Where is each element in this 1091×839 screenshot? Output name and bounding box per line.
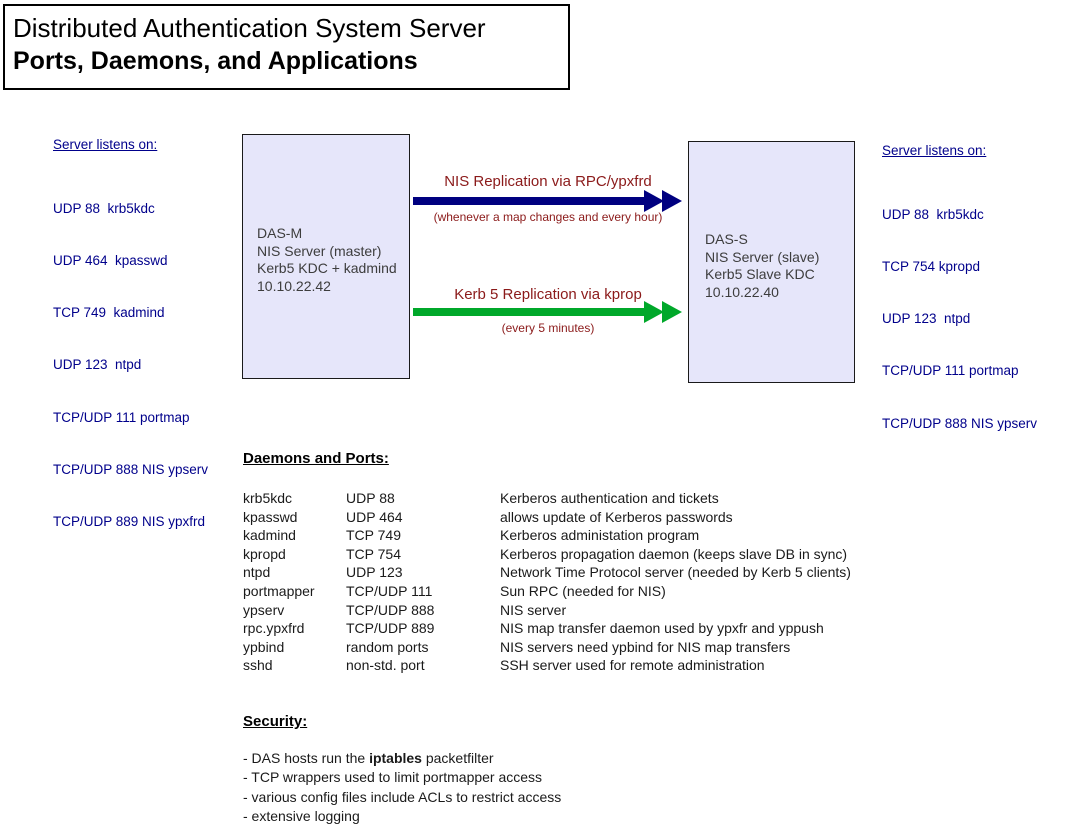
- title-box: Distributed Authentication System Server…: [3, 4, 570, 90]
- daemon-port: UDP 464: [346, 508, 403, 525]
- table-row: sshd non-std. port SSH server used for r…: [243, 656, 863, 675]
- security-item-bold: iptables: [369, 750, 422, 766]
- daemon-name: sshd: [243, 657, 273, 674]
- kerb-replication-note: (every 5 minutes): [501, 321, 595, 335]
- daemon-description: NIS servers need ypbind for NIS map tran…: [500, 638, 791, 655]
- server-services: Kerb5 KDC + kadmind: [257, 260, 397, 276]
- page-title: Distributed Authentication System Server: [13, 13, 486, 43]
- listens-item: UDP 123 ntpd: [882, 311, 971, 327]
- table-row: ntpd UDP 123 Network Time Protocol serve…: [243, 563, 863, 582]
- daemon-description: Network Time Protocol server (needed by …: [500, 564, 851, 581]
- daemon-name: portmapper: [243, 582, 315, 599]
- security-item: - various config files include ACLs to r…: [243, 788, 562, 805]
- daemon-name: rpc.ypxfrd: [243, 620, 305, 637]
- daemon-description: NIS server: [500, 601, 567, 618]
- daemon-description: Sun RPC (needed for NIS): [500, 582, 666, 599]
- server-name: DAS-S: [705, 231, 748, 247]
- server-role: NIS Server (master): [257, 242, 382, 259]
- listens-item: TCP/UDP 888 NIS ypserv: [53, 461, 209, 477]
- listens-heading: Server listens on:: [53, 137, 158, 152]
- page-subtitle: Ports, Daemons, and Applications: [13, 47, 418, 75]
- listens-item: TCP 754 kpropd: [882, 259, 981, 275]
- daemon-description: NIS map transfer daemon used by ypxfr an…: [500, 620, 824, 637]
- daemon-name: ypserv: [243, 601, 285, 618]
- slave-listens-panel: Server listens on: UDP 88 krb5kdc TCP 75…: [882, 143, 1037, 467]
- listens-item: TCP/UDP 111 portmap: [882, 363, 1019, 379]
- daemon-port: TCP/UDP 889: [346, 620, 435, 637]
- daemon-name: ntpd: [243, 564, 271, 581]
- daemon-port: TCP 754: [346, 545, 401, 562]
- table-row: kpasswd UDP 464 allows update of Kerbero…: [243, 508, 863, 527]
- security-item: - TCP wrappers used to limit portmapper …: [243, 769, 543, 786]
- table-row: kpropd TCP 754 Kerberos propagation daem…: [243, 545, 863, 564]
- daemon-port: TCP/UDP 111: [346, 582, 433, 599]
- table-row: kadmind TCP 749 Kerberos administation p…: [243, 526, 863, 545]
- nis-replication-label: NIS Replication via RPC/ypxfrd: [444, 173, 652, 190]
- das-m-server-text: DAS-M NIS Server (master) Kerb5 KDC + ka…: [257, 225, 397, 295]
- table-row: rpc.ypxfrd TCP/UDP 889 NIS map transfer …: [243, 619, 863, 638]
- security-item: - extensive logging: [243, 807, 360, 824]
- daemons-ports-table: krb5kdc UDP 88 Kerberos authentication a…: [243, 489, 863, 675]
- nis-arrow-head-icon: [662, 190, 682, 212]
- kerb-arrow-head-icon: [644, 301, 664, 323]
- daemon-description: SSH server used for remote administratio…: [500, 657, 765, 674]
- listens-item: UDP 123 ntpd: [53, 357, 142, 373]
- security-item-text: - DAS hosts run the: [243, 750, 370, 766]
- table-row: ypbind random ports NIS servers need ypb…: [243, 638, 863, 657]
- listens-item: TCP/UDP 111 portmap: [53, 409, 190, 425]
- daemons-ports-heading: Daemons and Ports:: [243, 450, 389, 467]
- daemon-port: non-std. port: [346, 657, 425, 674]
- daemon-port: TCP 749: [346, 527, 401, 544]
- kerb-replication-arrow: [413, 308, 650, 316]
- table-row: ypserv TCP/UDP 888 NIS server: [243, 601, 863, 620]
- security-item: - DAS hosts run the iptables packetfilte…: [243, 749, 561, 768]
- das-s-server-box: DAS-S NIS Server (slave) Kerb5 Slave KDC…: [688, 141, 855, 383]
- server-ip: 10.10.22.42: [257, 277, 331, 294]
- daemon-name: kpropd: [243, 545, 286, 562]
- daemon-description: Kerberos propagation daemon (keeps slave…: [500, 545, 848, 562]
- daemon-description: allows update of Kerberos passwords: [500, 508, 733, 525]
- server-services: Kerb5 Slave KDC: [705, 266, 815, 282]
- listens-list: UDP 88 krb5kdc TCP 754 kpropd UDP 123 nt…: [882, 171, 1037, 467]
- nis-replication-arrow: [413, 197, 650, 205]
- daemon-name: kadmind: [243, 527, 296, 544]
- security-list: - DAS hosts run the iptables packetfilte…: [243, 749, 561, 826]
- listens-list: UDP 88 krb5kdc UDP 464 kpasswd TCP 749 k…: [53, 165, 208, 565]
- listens-item: TCP/UDP 889 NIS ypxfrd: [53, 514, 206, 530]
- daemon-name: kpasswd: [243, 508, 298, 525]
- listens-item: UDP 88 krb5kdc: [882, 206, 984, 222]
- kerb-arrow-head-icon: [662, 301, 682, 323]
- daemon-port: TCP/UDP 888: [346, 601, 435, 618]
- listens-item: UDP 464 kpasswd: [53, 253, 168, 269]
- daemon-description: Kerberos administation program: [500, 527, 700, 544]
- daemon-port: UDP 88: [346, 490, 395, 506]
- nis-replication-note: (whenever a map changes and every hour): [433, 210, 663, 224]
- listens-item: TCP 749 kadmind: [53, 305, 165, 321]
- nis-arrow-head-icon: [644, 190, 664, 212]
- server-ip: 10.10.22.40: [705, 283, 779, 300]
- daemon-name: ypbind: [243, 638, 285, 655]
- table-row: portmapper TCP/UDP 111 Sun RPC (needed f…: [243, 582, 863, 601]
- security-item-text: packetfilter: [421, 750, 494, 766]
- das-m-server-box: DAS-M NIS Server (master) Kerb5 KDC + ka…: [242, 134, 410, 379]
- master-listens-panel: Server listens on: UDP 88 krb5kdc UDP 46…: [53, 137, 208, 565]
- server-role: NIS Server (slave): [705, 248, 820, 265]
- das-s-server-text: DAS-S NIS Server (slave) Kerb5 Slave KDC…: [705, 231, 819, 301]
- daemon-port: UDP 123: [346, 564, 403, 581]
- kerb-replication-label: Kerb 5 Replication via kprop: [454, 286, 642, 303]
- table-row: krb5kdc UDP 88 Kerberos authentication a…: [243, 489, 863, 508]
- listens-item: UDP 88 krb5kdc: [53, 200, 155, 216]
- security-heading: Security:: [243, 713, 308, 730]
- listens-item: TCP/UDP 888 NIS ypserv: [882, 415, 1038, 431]
- daemon-description: Kerberos authentication and tickets: [500, 490, 719, 506]
- daemon-name: krb5kdc: [243, 490, 293, 506]
- listens-heading: Server listens on:: [882, 143, 987, 158]
- server-name: DAS-M: [257, 225, 303, 241]
- daemon-port: random ports: [346, 638, 429, 655]
